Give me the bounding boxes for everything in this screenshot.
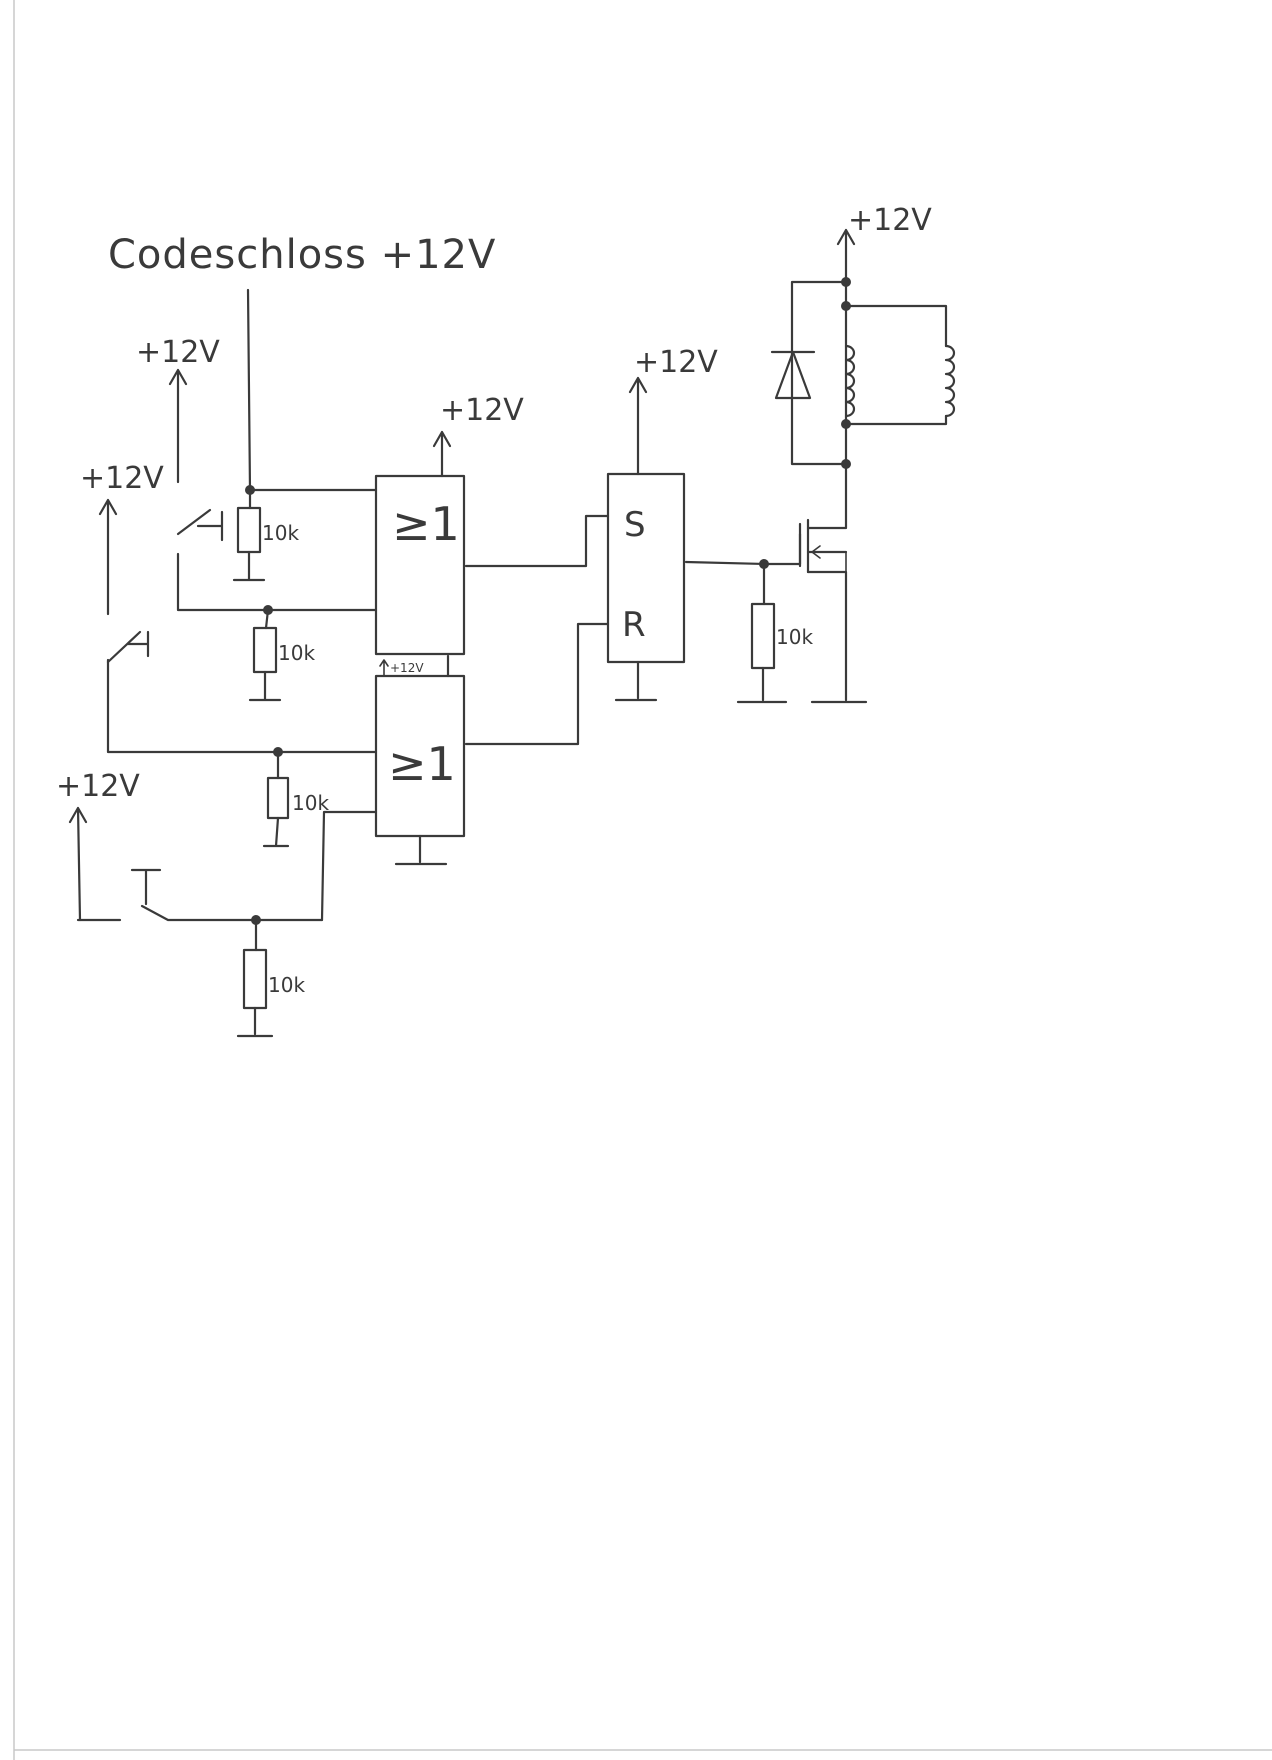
relay-contact-loop — [844, 304, 956, 426]
supply-label-gate1: +12V — [440, 393, 524, 428]
resistor-r5: 10k — [736, 562, 813, 704]
supply-arrow-gate1: +12V — [432, 393, 524, 478]
resistor-r2-label: 10k — [278, 641, 315, 665]
supply-between-gates-label: +12V — [390, 661, 424, 675]
switch-1 — [176, 508, 378, 612]
supply-label-1: +12V — [136, 335, 220, 370]
gate1-to-set — [464, 514, 610, 568]
or-gate-1: ≥1 — [374, 474, 466, 656]
flyback-diode — [770, 280, 848, 466]
resistor-r1-label: 10k — [262, 521, 299, 545]
supply-label-3: +12V — [56, 769, 140, 804]
flipflop-reset-label: R — [622, 605, 646, 645]
resistor-r4: 10k — [236, 915, 305, 1038]
gate2-to-reset — [464, 622, 610, 746]
push-button — [76, 810, 378, 922]
resistor-r1: 10k — [232, 488, 299, 582]
supply-label-2: +12V — [80, 461, 164, 496]
supply-arrow-2: +12V — [80, 461, 164, 616]
switch-2 — [106, 630, 378, 754]
resistor-r3: 10k — [262, 747, 329, 848]
diagram-title: Codeschloss +12V — [108, 232, 496, 278]
resistor-r3-label: 10k — [292, 791, 329, 815]
mosfet — [798, 462, 868, 704]
flipflop-output — [684, 532, 802, 569]
codeschloss-line — [245, 288, 378, 495]
sr-flipflop: S R — [606, 472, 686, 702]
resistor-r5-label: 10k — [776, 625, 813, 649]
supply-arrow-3: +12V — [56, 769, 140, 922]
flipflop-set-label: S — [624, 505, 646, 545]
resistor-r4-label: 10k — [268, 973, 305, 997]
supply-arrow-relay: +12V — [836, 203, 932, 282]
or-gate-2: ≥1 — [374, 674, 466, 866]
supply-label-flipflop: +12V — [634, 345, 718, 380]
supply-label-relay: +12V — [848, 203, 932, 238]
supply-arrow-flipflop: +12V — [628, 345, 718, 476]
supply-arrow-1: +12V — [136, 335, 220, 484]
resistor-r2: 10k — [248, 605, 315, 702]
supply-between-gates: +12V — [379, 654, 450, 678]
or-gate-1-label: ≥1 — [392, 497, 460, 551]
relay-coil — [844, 344, 856, 418]
or-gate-2-label: ≥1 — [388, 737, 456, 791]
